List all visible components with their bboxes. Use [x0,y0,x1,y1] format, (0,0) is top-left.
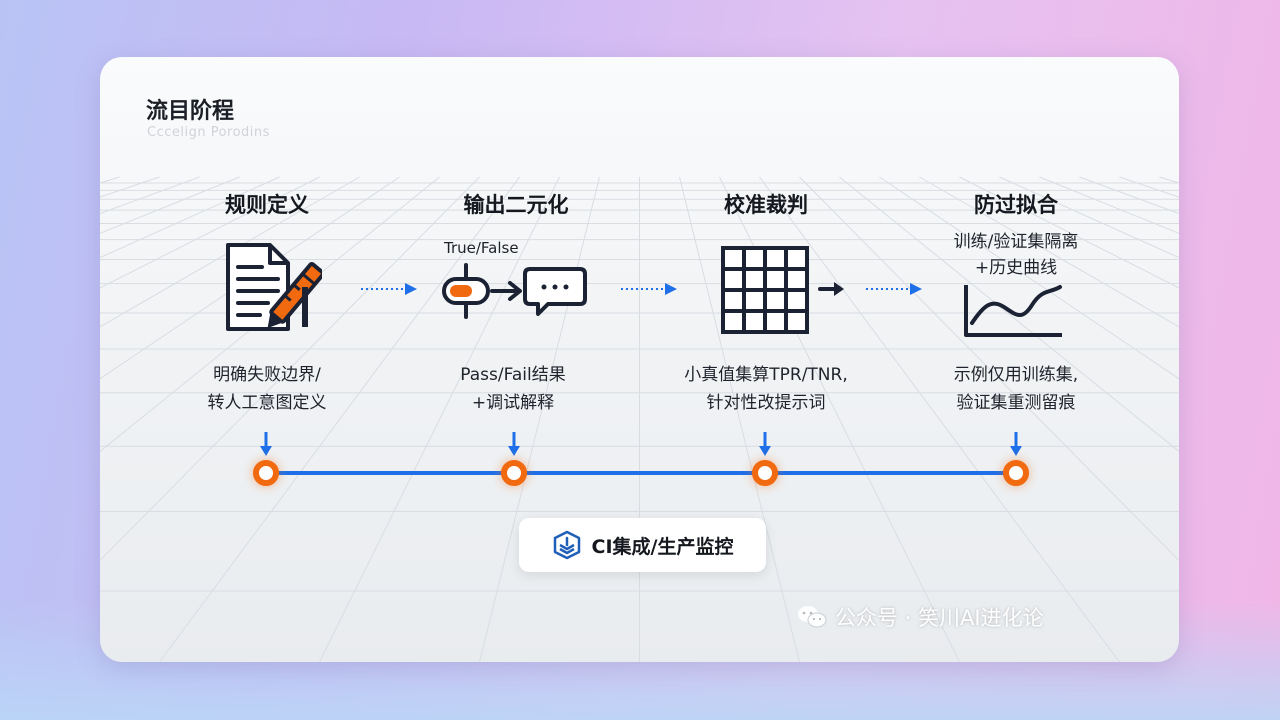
true-false-label: True/False [444,239,519,257]
step-title-rules: 规则定义 [225,193,309,217]
dotted-arrow-2 [621,283,677,295]
watermark: 公众号 · 笑川AI进化论 [797,602,1044,632]
step-desc-binarize-line1: Pass/Fail结果 [460,365,566,385]
step-desc-overfit-line2: 验证集重测留痕 [956,393,1076,413]
watermark-text: 公众号 · 笑川AI进化论 [835,606,1044,630]
document-pencil-icon [226,243,322,331]
process-card: 流目阶程 Cccelign Porodins 规则定义 输出二元化 校准裁判 防… [100,57,1179,662]
down-arrow-1 [260,432,272,456]
step-desc-calibrate-line2: 针对性改提示词 [706,393,826,413]
dotted-arrow-3 [866,283,922,295]
down-arrow-4 [1010,432,1022,456]
step-desc-binarize-line2: +调试解释 [471,393,555,413]
step-desc-rules-line2: 转人工意图定义 [207,393,327,413]
ci-integration-badge: CI集成/生产监控 [519,518,766,572]
step-title-overfit: 防过拟合 [974,193,1058,217]
toggle-chat-icon [442,263,587,319]
wechat-icon [798,606,827,628]
overfit-label-line2: +历史曲线 [974,258,1058,278]
page-subtitle: Cccelign Porodins [147,125,270,140]
step-desc-rules-line1: 明确失败边界/ [213,365,321,385]
layers-icon [553,530,580,560]
down-arrow-3 [759,432,771,456]
grid-table-icon [721,246,844,334]
ci-label: CI集成/生产监控 [591,535,734,558]
down-arrow-2 [508,432,520,456]
step-desc-rules: 明确失败边界/ 转人工意图定义 [157,361,377,417]
step-desc-calibrate-line1: 小真值集算TPR/TNR, [684,365,848,385]
timeline-node-1 [253,460,279,486]
timeline-node-4 [1003,460,1029,486]
step-title-binarize: 输出二元化 [463,193,569,217]
page-title: 流目阶程 [146,99,235,124]
timeline-line [267,471,1018,475]
overfit-label: 训练/验证集隔离 +历史曲线 [916,229,1116,281]
timeline-node-3 [752,460,778,486]
step-title-calibrate: 校准裁判 [724,193,808,217]
dotted-arrow-1 [361,283,417,295]
step-desc-overfit-line1: 示例仅用训练集, [953,365,1079,385]
line-chart-icon [964,285,1062,337]
step-desc-overfit: 示例仅用训练集, 验证集重测留痕 [906,361,1126,417]
timeline-node-2 [501,460,527,486]
step-desc-calibrate: 小真值集算TPR/TNR, 针对性改提示词 [656,361,876,417]
overfit-label-line1: 训练/验证集隔离 [953,232,1079,252]
step-desc-binarize: Pass/Fail结果 +调试解释 [403,361,623,417]
